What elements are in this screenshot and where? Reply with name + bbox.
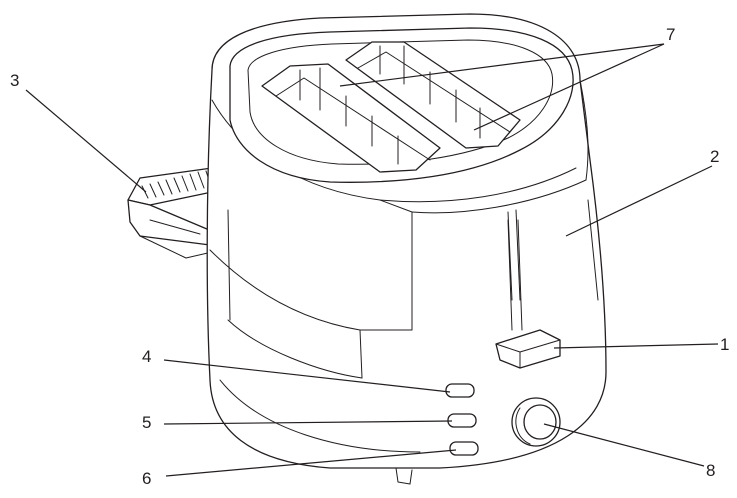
reheat-button [447, 413, 477, 428]
leader-lines [25, 43, 719, 477]
leader-7a [339, 43, 665, 87]
leader-5 [163, 420, 453, 425]
base-feet [395, 467, 413, 485]
leader-6 [165, 449, 457, 477]
callout-7: 7 [666, 25, 675, 44]
callout-4: 4 [142, 347, 151, 366]
bread-slot-left [261, 63, 441, 173]
callout-6: 6 [142, 469, 151, 488]
leader-3 [25, 89, 147, 193]
browning-knob [511, 397, 561, 447]
defrost-button [449, 441, 479, 456]
leader-2 [565, 165, 713, 237]
callout-8: 8 [706, 461, 715, 480]
cancel-button [445, 383, 475, 398]
leader-4 [163, 359, 451, 393]
leader-1 [553, 343, 719, 349]
leader-7b [473, 43, 665, 131]
callout-labels: 1 2 3 4 5 6 7 8 [10, 25, 729, 488]
bread-slot-right [345, 41, 521, 149]
callout-1: 1 [720, 335, 729, 354]
callout-3: 3 [10, 71, 19, 90]
lever-slot [507, 219, 523, 331]
callout-2: 2 [710, 147, 719, 166]
crumb-tray [127, 167, 217, 259]
leader-8 [543, 423, 705, 467]
bread-lever [495, 329, 561, 369]
callout-5: 5 [142, 413, 151, 432]
